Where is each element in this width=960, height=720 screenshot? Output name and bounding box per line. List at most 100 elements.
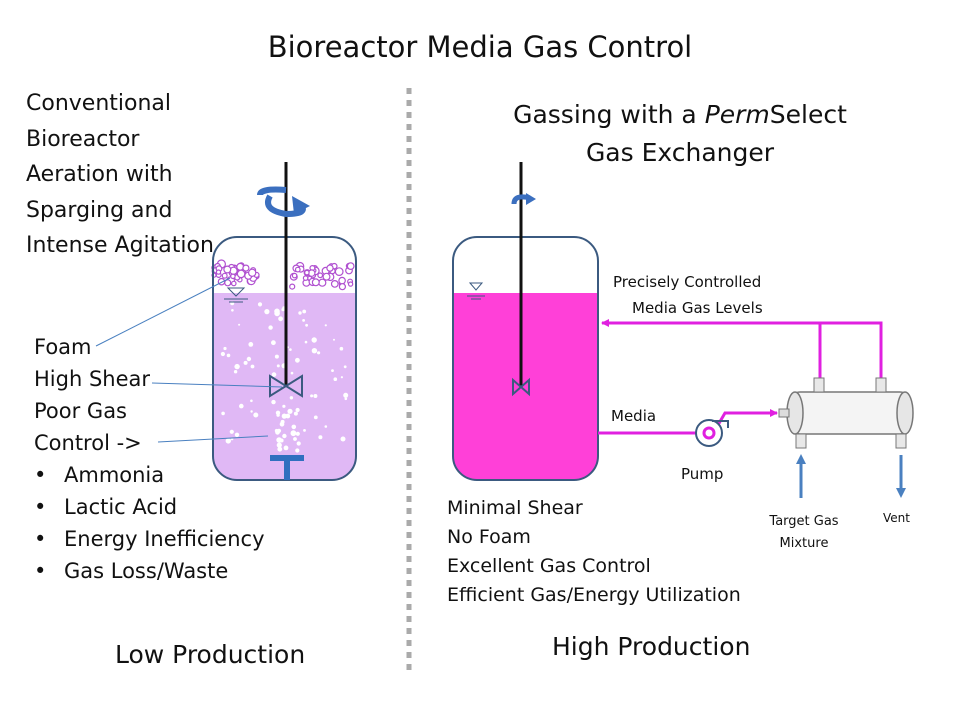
foam-bubble: [211, 272, 217, 278]
sparge-bubble: [318, 435, 323, 440]
foam-bubble: [217, 277, 226, 286]
sparge-bubble: [310, 394, 314, 398]
sparge-bubble: [324, 324, 327, 327]
sparge-bubble: [275, 410, 281, 415]
foam-bubble: [246, 276, 256, 286]
sparge-bubble: [304, 340, 308, 344]
foam-bubble: [327, 269, 333, 276]
sparge-bubble: [339, 346, 344, 351]
return-line: [601, 319, 822, 380]
label-controlled-line2: Media Gas Levels: [632, 299, 763, 317]
label-media: Media: [611, 407, 657, 425]
right-heading-line2: Gas Exchanger: [585, 138, 775, 167]
left-footer: Low Production: [115, 640, 306, 669]
foam-bubble: [221, 272, 228, 279]
foam-bubble: [307, 275, 313, 281]
sparge-bubble: [290, 371, 294, 375]
foam-bubble: [308, 277, 317, 287]
foam-bubble: [345, 266, 353, 275]
right-heading-prefix: Gassing with a: [513, 100, 705, 129]
sparge-bubble: [264, 309, 270, 315]
left-level-icon: [226, 287, 246, 297]
left-impeller-icon: [269, 374, 303, 398]
foam-bubble: [212, 266, 221, 274]
sparge-bubble: [302, 309, 307, 314]
sparge-bubble: [295, 407, 300, 413]
sparge-bubble: [298, 311, 302, 315]
sparge-bubble: [274, 308, 280, 315]
foam-bubble: [292, 264, 301, 273]
sparge-bubble: [344, 397, 348, 401]
right-vessel-outline: [452, 236, 599, 481]
foam-bubble: [247, 268, 257, 277]
left-item-high-shear: High Shear: [34, 367, 151, 391]
sparge-bubble: [276, 442, 282, 448]
sparge-bubble: [282, 404, 286, 408]
foam-bubble: [311, 265, 318, 272]
sparge-bubble: [343, 365, 347, 369]
foam-bubble: [294, 266, 301, 273]
sparge-bubble: [311, 337, 317, 343]
left-bullet-energy: Energy Inefficiency: [34, 523, 265, 555]
foam-bubble: [326, 272, 335, 282]
left-bullet-lactic-acid: Lactic Acid: [34, 491, 265, 523]
sparge-bubble: [274, 354, 279, 359]
foam-bubble: [237, 266, 247, 276]
foam-bubble: [228, 268, 238, 278]
sparge-bubble: [277, 446, 283, 452]
foam-bubble: [346, 262, 355, 271]
sparge-bubble: [343, 392, 349, 398]
right-item-no-foam: No Foam: [447, 526, 531, 548]
sparge-bubble: [271, 340, 276, 346]
foam-bubble: [330, 280, 339, 288]
foam-bubble: [303, 269, 311, 277]
foam-bubble: [244, 271, 253, 280]
foam-bubble: [326, 264, 334, 272]
foam-bubble: [233, 273, 241, 281]
sparge-bubble: [279, 422, 285, 427]
sparge-bubble: [305, 323, 308, 327]
sparge-bubble: [280, 419, 285, 424]
right-rotation-icon: [511, 194, 531, 205]
label-target-gas: Target Gas Mixture: [769, 514, 839, 551]
foam-bubble: [302, 275, 309, 281]
foam-bubble: [246, 277, 254, 285]
left-item-poor-gas: Poor Gas: [34, 399, 128, 423]
sparger-icon: [270, 455, 304, 461]
sparge-bubble: [277, 312, 280, 315]
sparge-bubble: [281, 363, 287, 369]
sparge-bubble: [302, 319, 305, 322]
sparge-bubble: [278, 316, 283, 322]
sparge-bubble: [268, 325, 273, 330]
foam-bubble: [289, 272, 298, 281]
foam-bubble: [309, 265, 316, 272]
pump-icon: [695, 419, 729, 447]
foam-bubble: [347, 278, 354, 285]
sparge-bubble: [293, 437, 297, 441]
sparge-bubble: [276, 413, 280, 417]
sparge-bubble: [281, 308, 285, 312]
foam-bubble: [215, 272, 222, 279]
sparge-bubble: [279, 422, 283, 426]
left-item-control: Control ->: [34, 431, 142, 455]
foam-bubble: [347, 281, 354, 287]
foam-bubble: [295, 261, 305, 271]
foam-bubble: [334, 267, 344, 277]
sparge-bubble: [295, 431, 300, 436]
sparge-bubble: [276, 428, 282, 433]
rotation-arrow-icon: [265, 194, 306, 218]
right-benefit-list: Minimal Shear No Foam Excellent Gas Cont…: [447, 494, 741, 610]
sparge-bubble: [285, 413, 291, 419]
foam-bubble: [230, 273, 236, 280]
sparge-bubble: [257, 302, 263, 307]
sparge-bubble: [289, 396, 294, 400]
foam-bubble: [302, 278, 311, 287]
sparge-bubble: [331, 369, 334, 372]
sparge-bubble: [230, 301, 235, 306]
foam-bubble: [309, 271, 317, 279]
foam-bubble: [252, 272, 260, 280]
sparge-bubble: [275, 430, 280, 435]
sparge-bubble: [313, 394, 318, 398]
sparge-bubble: [333, 338, 335, 341]
foam-bubble: [321, 266, 330, 275]
